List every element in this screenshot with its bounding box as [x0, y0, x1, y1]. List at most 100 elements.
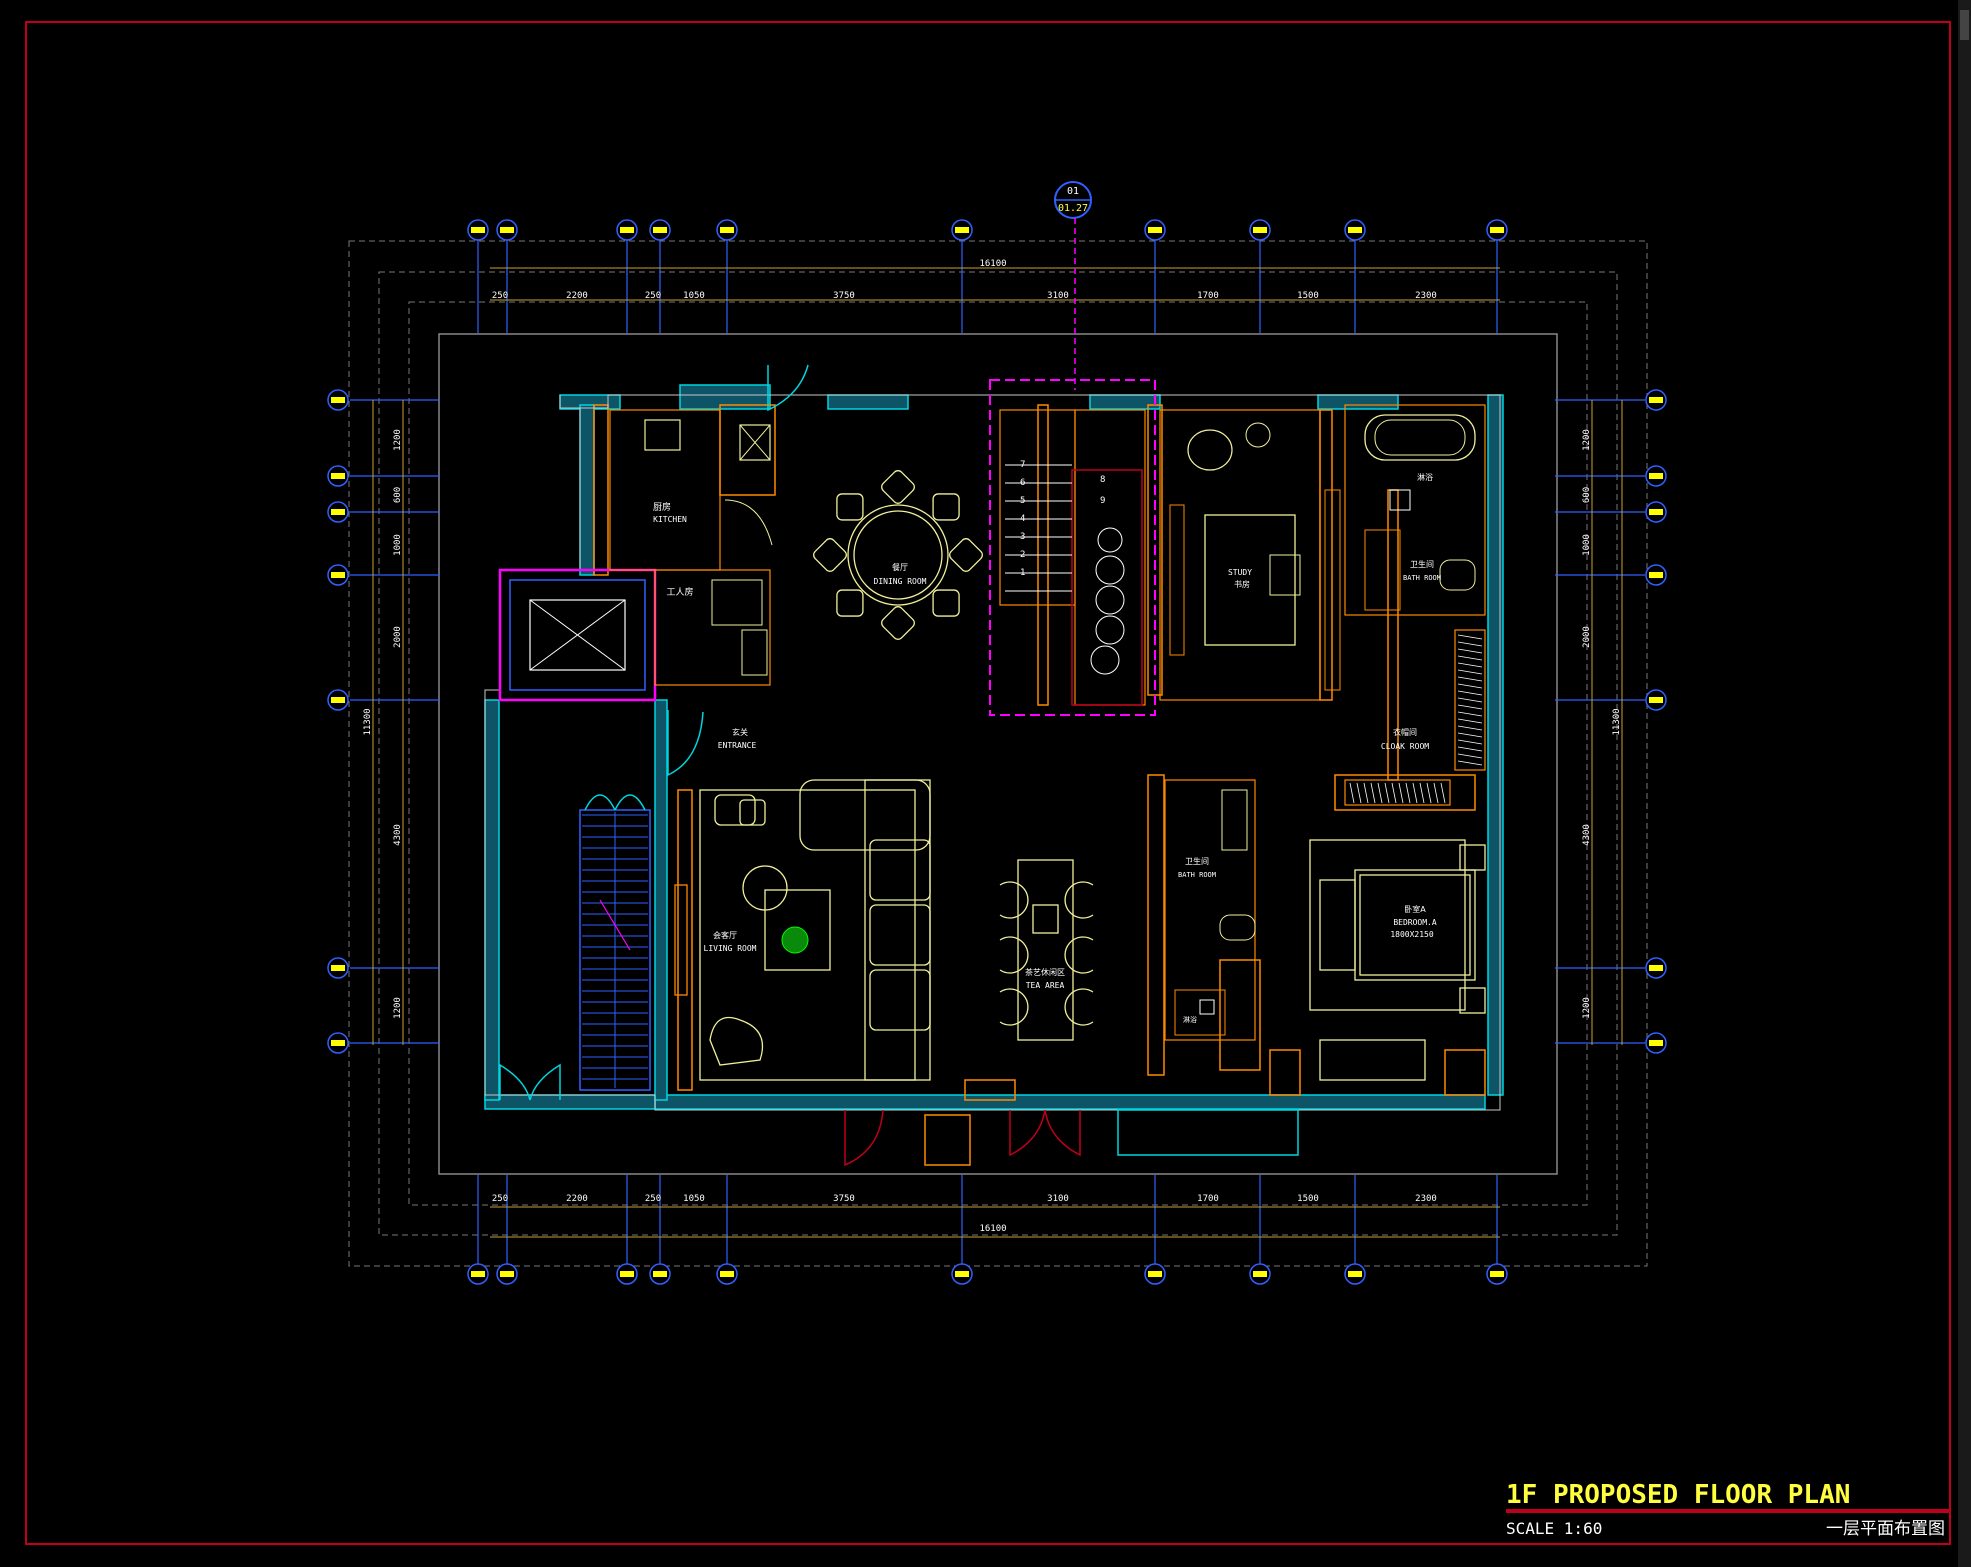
grid-bubble-icon: [1344, 1263, 1366, 1285]
master-bath: 淋浴 卫生间 BATH ROOM: [1344, 404, 1486, 616]
interior-walls-orange: [593, 404, 1486, 1101]
grid-bubble-icon: [716, 1263, 738, 1285]
drawing-scale: SCALE 1:60: [1506, 1519, 1602, 1538]
dim-bottom: 1500: [1297, 1194, 1319, 1204]
dim-right: 2000: [1582, 626, 1592, 648]
room-label-en: CLOAK ROOM: [1381, 742, 1429, 751]
plant-icon: [1090, 527, 1125, 675]
grid-bubble-icon: [716, 219, 738, 241]
kitchen: 厨房 KITCHEN: [609, 409, 773, 571]
dim-left: 1200: [393, 429, 403, 451]
room-label-cn: 衣帽间: [1393, 727, 1417, 737]
room-label-en: BATH ROOM: [1178, 871, 1216, 879]
grid-bubble-icon: [1344, 219, 1366, 241]
grid-bubble-icon: [327, 465, 349, 487]
door-swing-icon: [667, 710, 704, 777]
grid-bubble-icon: [1645, 689, 1667, 711]
elevator-icon: [529, 599, 626, 671]
room-label-en: ENTRANCE: [718, 741, 757, 750]
dim-bottom: 2200: [566, 1194, 588, 1204]
dim-top: 3100: [1047, 291, 1069, 301]
dim-right: 1000: [1582, 534, 1592, 556]
dim-bottom: 3100: [1047, 1194, 1069, 1204]
dim-right: 600: [1582, 487, 1592, 503]
dim-bottom: 3750: [833, 1194, 855, 1204]
tea-area: [999, 859, 1094, 1041]
section-sheet: 01.27: [1058, 203, 1088, 214]
grid-bubble-icon: [1249, 219, 1271, 241]
grid-bubble-icon: [616, 219, 638, 241]
room-label-en: TEA AREA: [1026, 981, 1065, 990]
scrollbar-track[interactable]: [1958, 0, 1971, 1567]
grid-bubble-icon: [616, 1263, 638, 1285]
grid-bubble-icon: [1486, 219, 1508, 241]
grid-bubble-icon: [1645, 957, 1667, 979]
grid-bubble-icon: [649, 1263, 671, 1285]
dim-bottom: 250: [492, 1194, 508, 1204]
stair-number: 3: [1020, 532, 1025, 542]
dim-left: 1200: [393, 997, 403, 1019]
dim-left: 600: [393, 487, 403, 503]
dim-overall-top: 16100: [979, 259, 1006, 269]
study: STUDY 书房: [1159, 409, 1341, 701]
site-boundary: [438, 333, 1558, 1175]
grid-bubble-icon: [1645, 1032, 1667, 1054]
grid-lines-horizontal: [350, 399, 1645, 1044]
dim-right: 4300: [1582, 824, 1592, 846]
room-label-en: BATH ROOM: [1403, 574, 1441, 582]
room-label-cn: 卧室A: [1404, 904, 1426, 914]
door-swing-icon: [584, 794, 616, 811]
dim-overall-left: 11300: [363, 708, 373, 735]
grid-bubble-icon: [496, 219, 518, 241]
grid-bubble-icon: [951, 219, 973, 241]
grid-bubble-icon: [1249, 1263, 1271, 1285]
grid-lines-vertical: [477, 240, 1498, 1265]
dimension-texts-vertical: 11300 11300 1200 600 1000 2000 4300 1200…: [363, 429, 1622, 1019]
dim-top: 3750: [833, 291, 855, 301]
building-envelope: [484, 394, 1501, 1111]
dimension-texts: 16100 16100 250 2200 250 1050 3750 3100 …: [492, 259, 1437, 1234]
grid-bubble-icon: [1486, 1263, 1508, 1285]
grid-bubble-icon: [1144, 1263, 1166, 1285]
bath-mid: 卫生间 BATH ROOM 淋浴: [1164, 779, 1256, 1041]
grid-bubble-icon: [327, 389, 349, 411]
plant-icon: [781, 926, 809, 954]
grid-bubble-icon: [467, 1263, 489, 1285]
grid-bubble-icon: [1645, 564, 1667, 586]
dim-right: 1200: [1582, 429, 1592, 451]
dining-table: [813, 470, 983, 640]
stair-number: 5: [1020, 496, 1025, 506]
dim-bottom: 2300: [1415, 1194, 1437, 1204]
drawing-title: 1F PROPOSED FLOOR PLAN: [1506, 1480, 1850, 1510]
dim-right: 1200: [1582, 997, 1592, 1019]
section-marker[interactable]: 01 01.27: [1054, 181, 1092, 390]
grid-bubble-icon: [1645, 501, 1667, 523]
scrollbar-thumb[interactable]: [1960, 10, 1969, 40]
dim-top: 1050: [683, 291, 705, 301]
toilet-icon: [1219, 914, 1256, 941]
bedroom: [1309, 839, 1486, 1081]
dim-left: 2000: [393, 626, 403, 648]
dim-left: 1000: [393, 534, 403, 556]
dim-top: 250: [645, 291, 661, 301]
dim-top: 2300: [1415, 291, 1437, 301]
stair-number: 1: [1020, 568, 1025, 578]
room-label-cn: 餐厅: [892, 563, 908, 572]
elevator: [498, 568, 657, 702]
grid-bubble-icon: [327, 957, 349, 979]
grid-bubble-icon: [327, 689, 349, 711]
dashed-boundaries: [348, 240, 1648, 1267]
grid-bubble-icon: [327, 564, 349, 586]
grid-bubble-icon: [951, 1263, 973, 1285]
grid-bubbles: [327, 219, 1667, 1285]
room-label-en: KITCHEN: [653, 515, 687, 524]
stair-number: 8: [1100, 475, 1105, 485]
room-label-cn: 书房: [1234, 579, 1250, 589]
cloak-room: 衣帽间 CLOAK ROOM: [1344, 629, 1486, 806]
room-label-cn: 会客厅: [713, 930, 737, 940]
room-label-cn: 卫生间: [1410, 559, 1434, 569]
room-label-en: STUDY: [1228, 568, 1252, 577]
room-label-cn: 淋浴: [1417, 472, 1433, 482]
drawing-frame: [25, 21, 1951, 1545]
room-label-cn: 工人房: [666, 586, 693, 598]
